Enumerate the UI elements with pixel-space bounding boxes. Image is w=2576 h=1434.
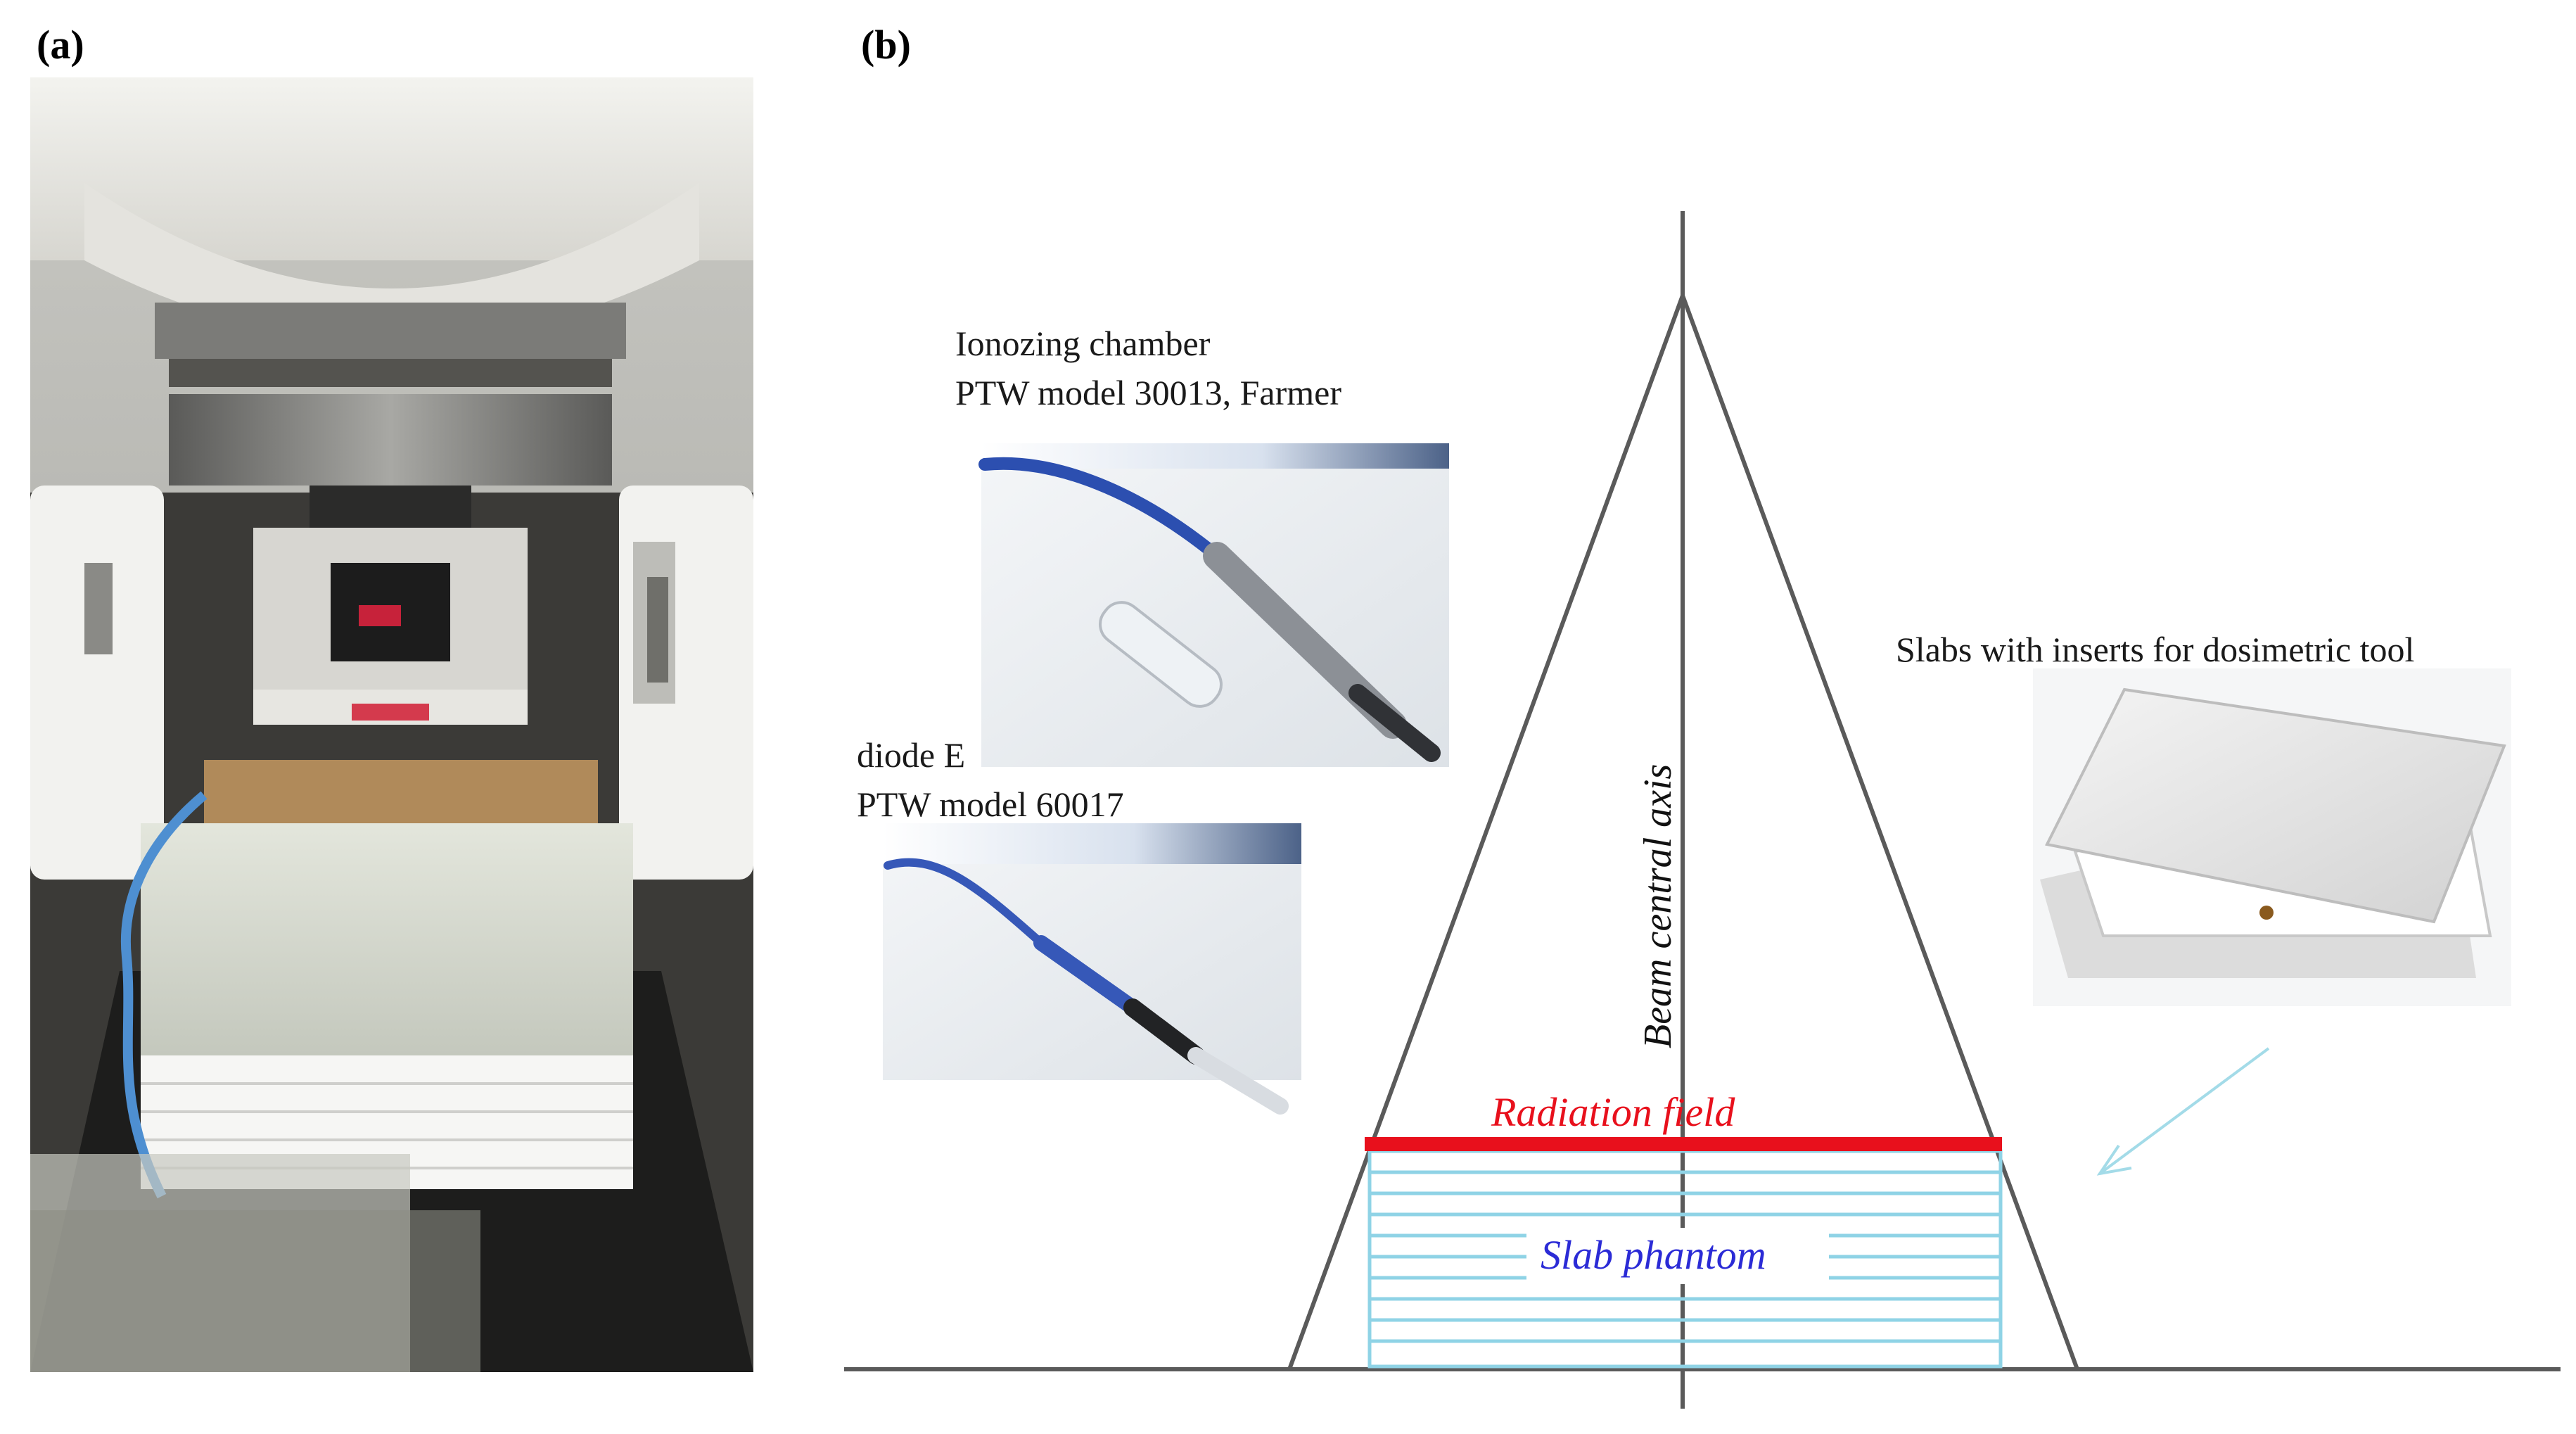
slabs-photo <box>2033 668 2511 1006</box>
pointer-arrowhead <box>2096 1144 2132 1176</box>
gantry-left-arm <box>30 486 164 880</box>
diode-photo <box>883 823 1301 1115</box>
radiation-field-label: Radiation field <box>1491 1089 1735 1135</box>
linac-setup-photo <box>30 77 753 1372</box>
collimator <box>169 394 612 486</box>
pointer-arrow <box>2098 1047 2270 1175</box>
acrylic-slabs <box>141 823 633 1055</box>
ion-chamber-caption-line1: Ionozing chamber <box>955 324 1211 363</box>
radiation-field-bar <box>1365 1137 2002 1151</box>
beam-edge-right <box>1681 294 2079 1371</box>
diode-caption-line2: PTW model 60017 <box>857 785 1124 824</box>
slabs-caption: Slabs with inserts for dosimetric tool <box>1896 630 2414 669</box>
beam-central-axis-label: Beam central axis <box>1636 764 1680 1048</box>
detector-cable <box>120 791 208 1199</box>
diode-caption-line1: diode E <box>857 735 965 775</box>
panel-label-b: (b) <box>861 22 911 68</box>
ion-chamber-photo <box>978 443 1449 767</box>
ion-chamber-caption-line2: PTW model 30013, Farmer <box>955 373 1341 412</box>
beam-geometry-diagram: Ionozing chamber PTW model 30013, Farmer… <box>844 211 2561 1409</box>
panel-label-a: (a) <box>37 22 84 68</box>
beam-edge-left <box>1287 294 1685 1371</box>
slab-phantom-label: Slab phantom <box>1541 1232 1766 1278</box>
